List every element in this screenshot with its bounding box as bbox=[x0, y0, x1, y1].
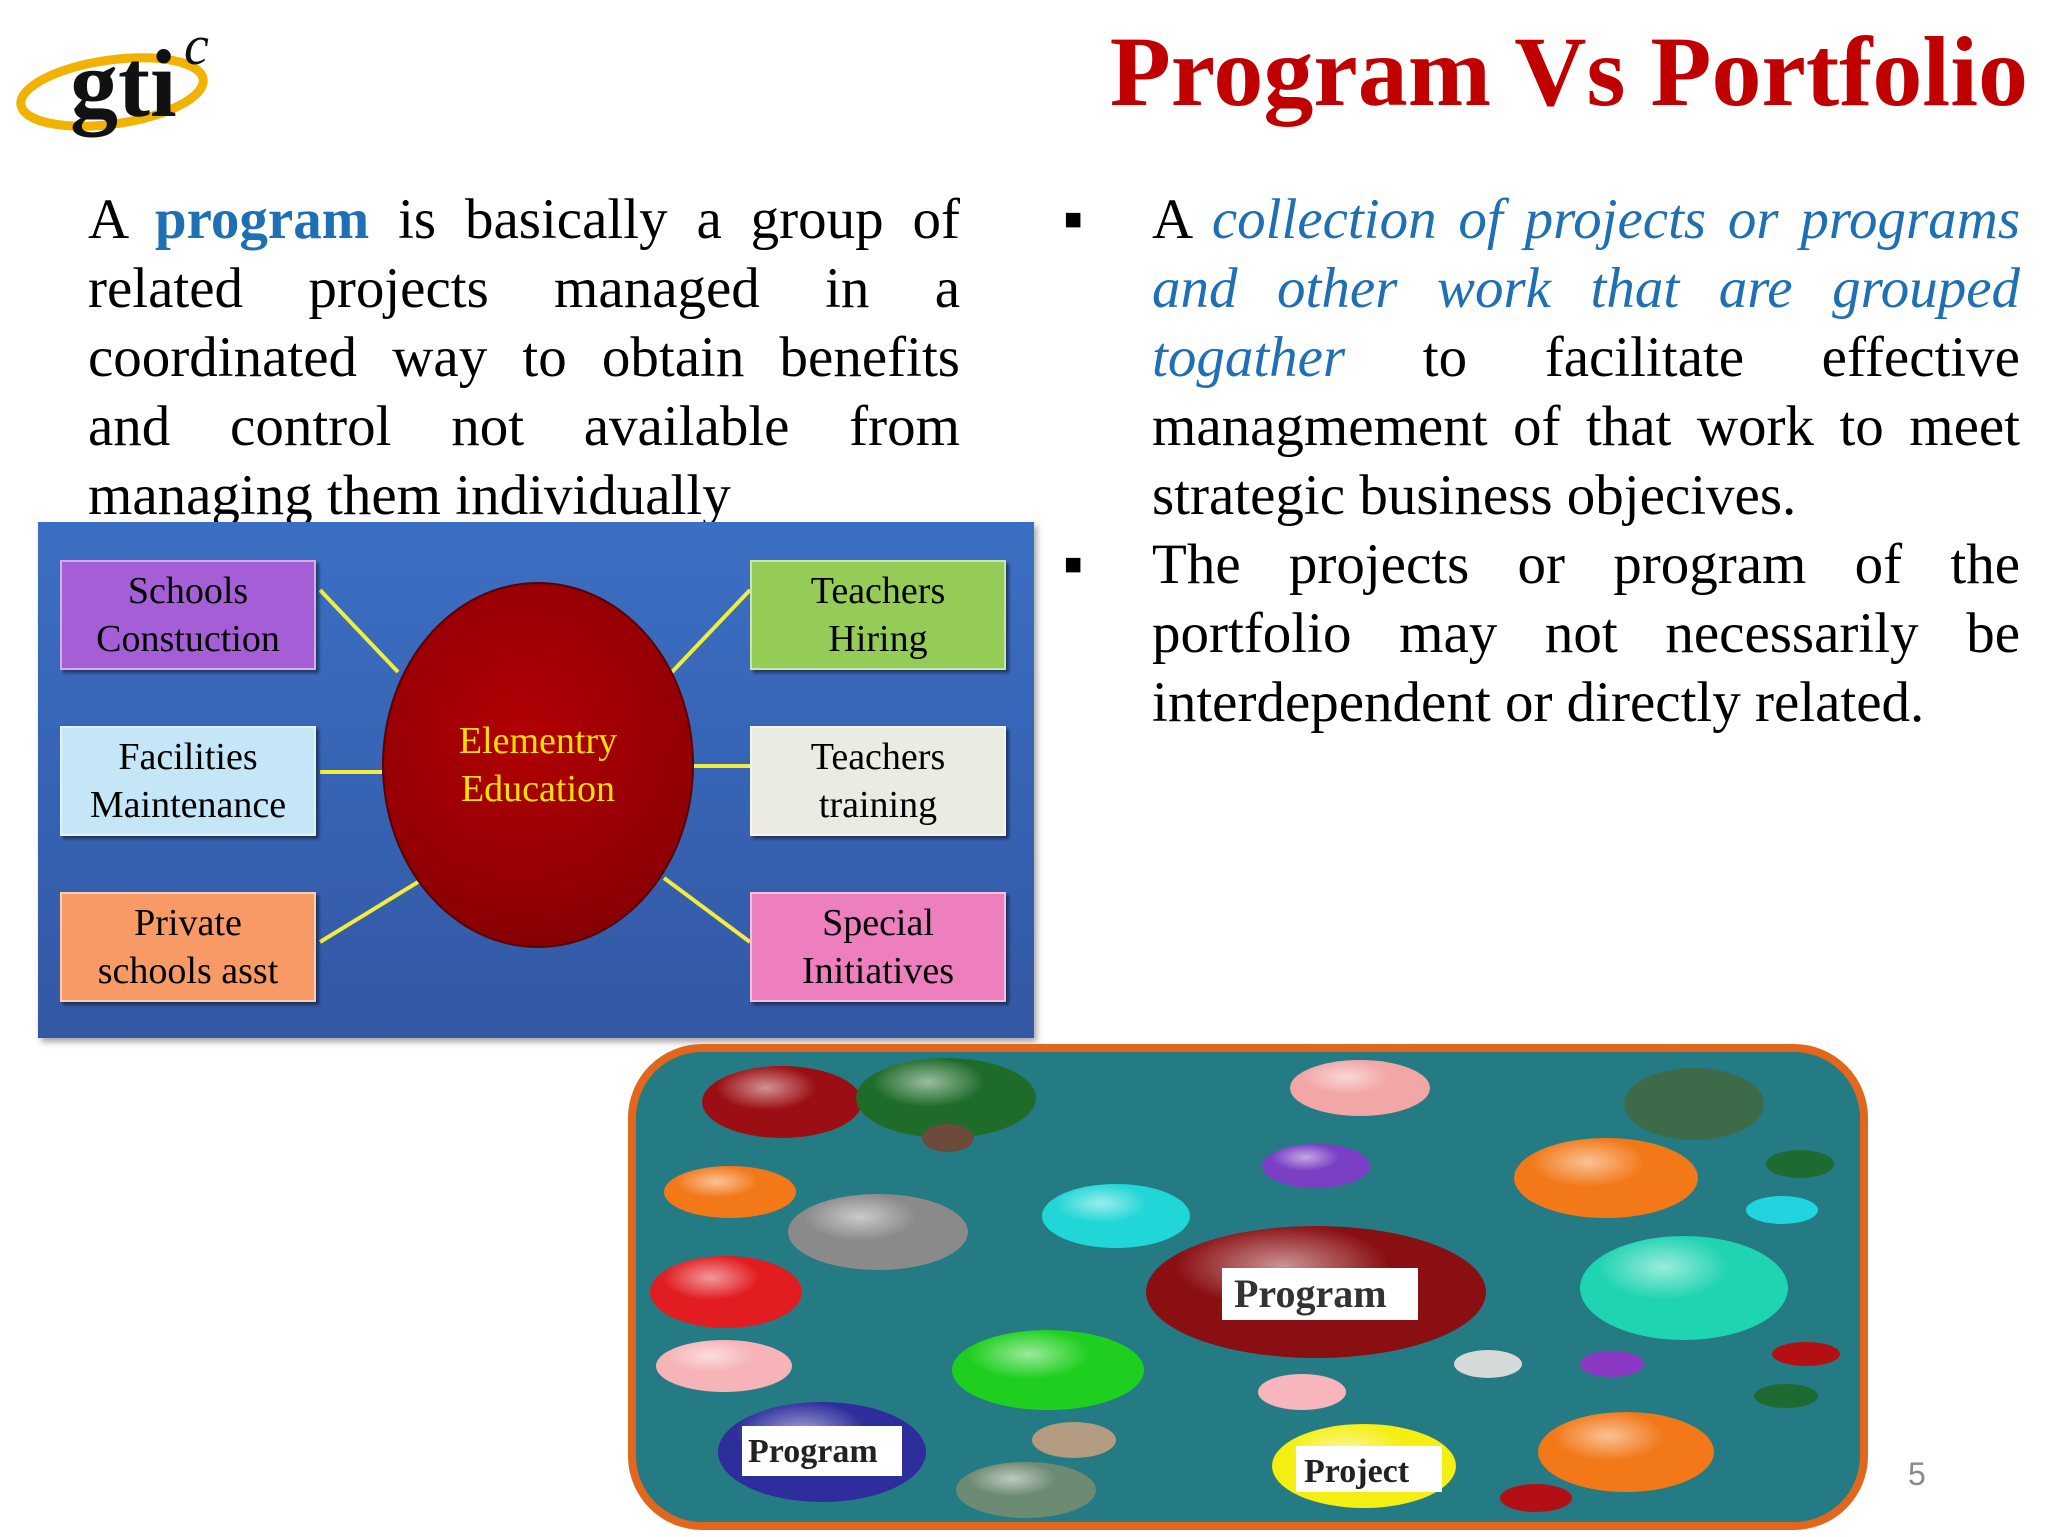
bubble bbox=[1772, 1342, 1840, 1366]
label-program-small: Program bbox=[748, 1433, 878, 1470]
connector-line bbox=[318, 880, 420, 944]
box-line: Maintenance bbox=[89, 784, 287, 826]
box-line: schools asst bbox=[97, 950, 279, 992]
bullet-text: The projects or program of the portfolio… bbox=[1152, 533, 2020, 734]
box-line: Private bbox=[134, 902, 242, 944]
bullet-item: ■ A collection of projects or programs a… bbox=[1060, 185, 2020, 530]
box-line: Teachers bbox=[810, 570, 946, 612]
square-bullet-icon: ■ bbox=[1064, 203, 1083, 236]
label-project: Project bbox=[1304, 1453, 1410, 1490]
center-line: Education bbox=[460, 768, 616, 810]
bubble bbox=[1454, 1350, 1522, 1378]
bubble bbox=[1258, 1374, 1346, 1410]
label-box bbox=[742, 1426, 902, 1476]
page-number: 5 bbox=[1908, 1456, 1926, 1492]
connector-lines bbox=[318, 588, 752, 944]
connector-line bbox=[670, 588, 752, 674]
bullet-lead: A bbox=[1152, 188, 1191, 251]
portfolio-bullets: ■ A collection of projects or programs a… bbox=[1060, 185, 2020, 737]
box-line: Facilities bbox=[118, 736, 258, 778]
connector-line bbox=[662, 876, 752, 944]
center-line: Elementry bbox=[458, 720, 618, 762]
box-line: training bbox=[818, 784, 938, 826]
portfolio-illustration: Program Program Project bbox=[626, 1042, 1870, 1532]
bullet-rest: to facilitate effective managmement of t… bbox=[1152, 326, 2020, 527]
box-teachers-training: Teachers training bbox=[750, 726, 1006, 836]
square-bullet-icon: ■ bbox=[1064, 548, 1083, 581]
box-line: Special bbox=[822, 902, 934, 944]
program-keyword: program bbox=[154, 188, 370, 251]
bubble bbox=[1500, 1484, 1572, 1512]
bubble bbox=[1754, 1384, 1818, 1408]
bullet-emphasis: collection of projects or programs and o… bbox=[1152, 188, 2020, 389]
definition-lead: A bbox=[88, 188, 127, 251]
definition-rest: is basically a group of related projects… bbox=[88, 188, 961, 527]
box-private-schools: Private schools asst bbox=[60, 892, 316, 1002]
bullet-item: ■ The projects or program of the portfol… bbox=[1060, 530, 2020, 737]
bubble bbox=[1580, 1351, 1644, 1377]
box-line: Hiring bbox=[828, 618, 928, 660]
box-line: Initiatives bbox=[802, 950, 954, 992]
slide-title: Program Vs Portfolio bbox=[1109, 16, 2028, 127]
gtic-logo: gti c bbox=[12, 12, 232, 142]
bubble bbox=[1766, 1150, 1834, 1178]
connector-line bbox=[318, 588, 400, 674]
bubble bbox=[1746, 1196, 1818, 1224]
label-box bbox=[1222, 1268, 1418, 1320]
bubble bbox=[1032, 1422, 1116, 1458]
program-definition: A program is basically a group of relate… bbox=[88, 185, 960, 530]
label-program-main: Program bbox=[1234, 1271, 1387, 1316]
bubble bbox=[1624, 1068, 1764, 1140]
logo-superscript: c bbox=[184, 15, 209, 77]
logo-wordmark: gti bbox=[70, 30, 177, 137]
box-line: Constuction bbox=[96, 618, 280, 660]
box-line: Teachers bbox=[810, 736, 946, 778]
label-box bbox=[1296, 1446, 1442, 1492]
box-line: Schools bbox=[127, 570, 249, 612]
